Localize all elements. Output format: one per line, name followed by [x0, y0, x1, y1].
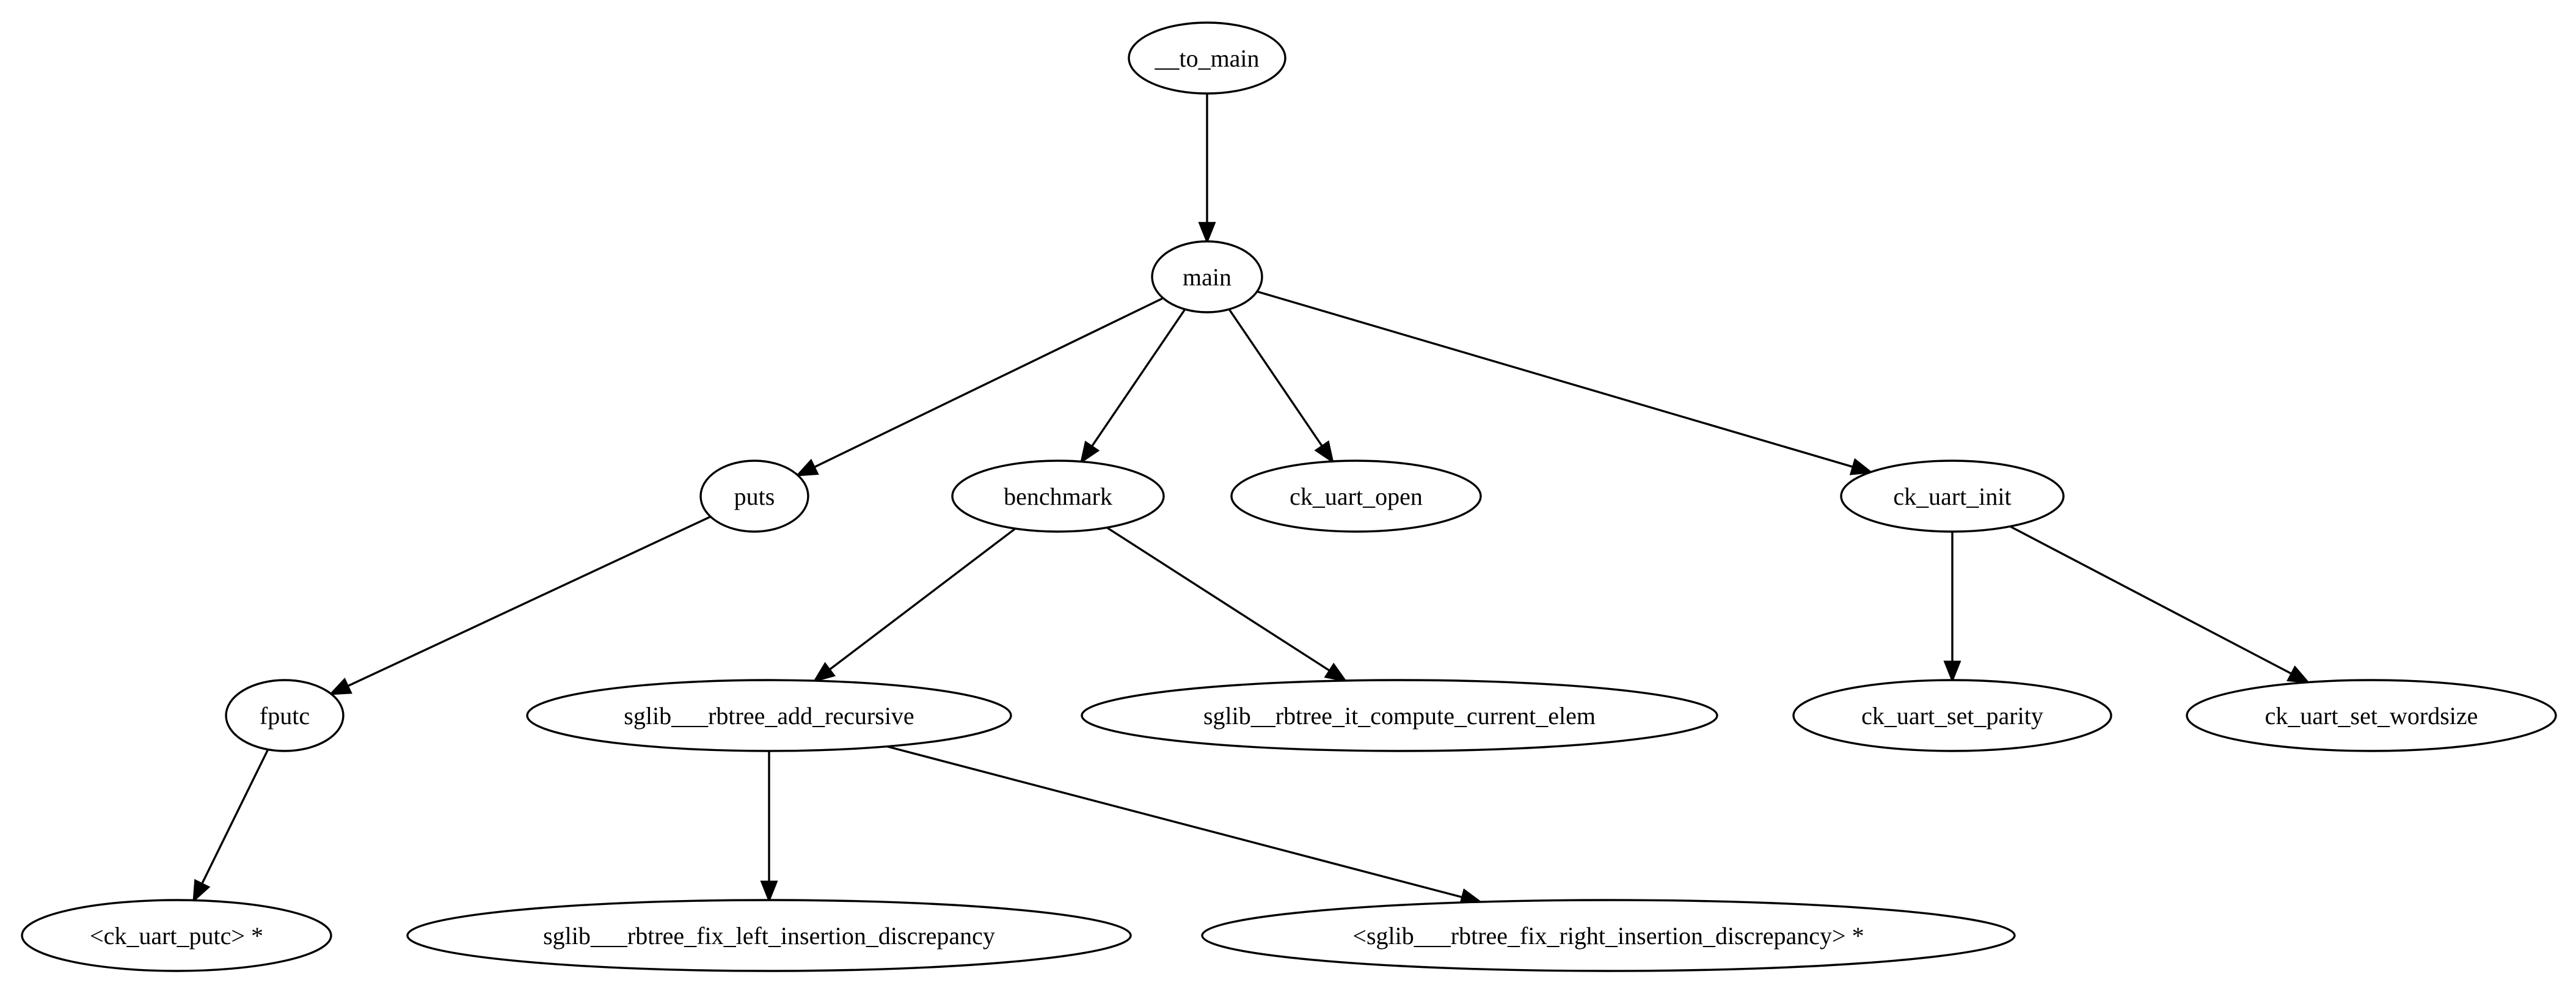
node-label: sglib___rbtree_add_recursive — [624, 702, 914, 730]
edge-to_main-to-main — [1198, 93, 1216, 244]
node-label: __to_main — [1154, 45, 1259, 72]
node-label: main — [1183, 263, 1231, 291]
edge-main-to-benchmark — [1079, 309, 1186, 464]
node-label: sglib___rbtree_fix_left_insertion_discre… — [543, 922, 995, 950]
edge-line — [828, 527, 1016, 671]
node-ellipse — [526, 679, 1012, 752]
arrowhead-icon — [2286, 665, 2311, 684]
node-to_main: __to_main — [1128, 21, 1286, 95]
edge-line — [1090, 309, 1186, 447]
edge-fputc-to-ck_uart_putc — [192, 749, 269, 903]
node-ellipse — [1230, 460, 1482, 533]
node-fix_right: <sglib___rbtree_fix_right_insertion_disc… — [1201, 899, 2016, 972]
node-compute_current_elem: sglib__rbtree_it_compute_current_elem — [1081, 679, 1718, 752]
node-label: ck_uart_init — [1893, 483, 2011, 510]
arrowhead-icon — [1079, 441, 1100, 464]
node-label: ck_uart_set_wordsize — [2265, 702, 2478, 730]
edge-add_recursive-to-fix_left — [760, 751, 778, 903]
node-label: sglib__rbtree_it_compute_current_elem — [1203, 702, 1596, 730]
node-ellipse — [699, 460, 809, 533]
arrowhead-icon — [795, 458, 819, 477]
node-ellipse — [2186, 679, 2557, 752]
node-ellipse — [1840, 460, 2065, 533]
edge-main-to-ck_uart_open — [1228, 309, 1334, 464]
node-ellipse — [1151, 240, 1263, 313]
node-fputc: fputc — [225, 679, 345, 752]
node-label: fputc — [260, 702, 310, 730]
edge-ck_uart_init-to-set_parity — [1943, 532, 1961, 683]
node-benchmark: benchmark — [951, 460, 1165, 533]
node-ellipse — [951, 460, 1165, 533]
edge-ck_uart_init-to-set_wordsize — [2009, 525, 2311, 684]
arrowhead-icon — [812, 662, 836, 683]
node-add_recursive: sglib___rbtree_add_recursive — [526, 679, 1012, 752]
arrowhead-icon — [1849, 458, 1874, 475]
node-ellipse — [21, 899, 332, 972]
edges-layer — [192, 93, 2311, 906]
node-ellipse — [1792, 679, 2112, 752]
node-label: ck_uart_open — [1290, 483, 1423, 510]
edge-benchmark-to-compute_current_elem — [1106, 526, 1348, 683]
edge-line — [1257, 290, 1853, 468]
arrowhead-icon — [328, 677, 352, 695]
edge-main-to-puts — [795, 297, 1164, 477]
edge-add_recursive-to-fix_right — [886, 745, 1483, 906]
edge-line — [1228, 309, 1323, 447]
arrowhead-icon — [1314, 440, 1334, 464]
node-ellipse — [1081, 679, 1718, 752]
arrowhead-icon — [1324, 662, 1348, 683]
edge-line — [814, 297, 1164, 469]
node-ellipse — [1201, 899, 2016, 972]
edge-puts-to-fputc — [328, 515, 711, 695]
node-ck_uart_init: ck_uart_init — [1840, 460, 2065, 533]
edge-main-to-ck_uart_init — [1257, 290, 1874, 475]
node-main: main — [1151, 240, 1263, 313]
node-label: ck_uart_set_parity — [1861, 702, 2043, 730]
node-ellipse — [1128, 21, 1286, 95]
arrowhead-icon — [760, 881, 778, 903]
node-ellipse — [225, 679, 345, 752]
node-label: benchmark — [1004, 483, 1112, 510]
node-set_wordsize: ck_uart_set_wordsize — [2186, 679, 2557, 752]
node-ck_uart_open: ck_uart_open — [1230, 460, 1482, 533]
node-set_parity: ck_uart_set_parity — [1792, 679, 2112, 752]
node-label: puts — [734, 483, 775, 510]
edge-line — [886, 745, 1463, 899]
node-ck_uart_putc: <ck_uart_putc> * — [21, 899, 332, 972]
arrowhead-icon — [1943, 661, 1961, 683]
arrowhead-icon — [1198, 222, 1216, 244]
node-fix_left: sglib___rbtree_fix_left_insertion_discre… — [406, 899, 1132, 972]
node-label: <ck_uart_putc> * — [90, 922, 263, 950]
edge-line — [201, 749, 269, 885]
node-ellipse — [406, 899, 1132, 972]
edge-line — [347, 515, 711, 687]
node-label: <sglib___rbtree_fix_right_insertion_disc… — [1352, 922, 1864, 950]
node-puts: puts — [699, 460, 809, 533]
edge-line — [1106, 526, 1330, 672]
arrowhead-icon — [192, 879, 211, 903]
edge-benchmark-to-add_recursive — [812, 527, 1016, 683]
edge-line — [2009, 525, 2293, 675]
